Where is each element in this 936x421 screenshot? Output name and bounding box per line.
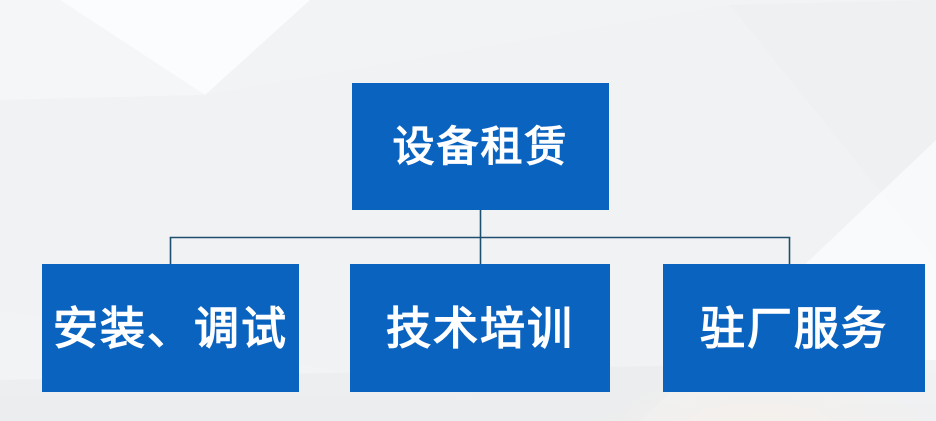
child-node-technical-training: 技术培训 — [350, 264, 610, 392]
node-label: 驻厂服务 — [699, 301, 888, 355]
node-label: 设备租赁 — [392, 121, 569, 171]
node-label: 技术培训 — [385, 301, 574, 355]
child-node-installation-debugging: 安装、调试 — [42, 264, 299, 392]
root-node-equipment-leasing: 设备租赁 — [352, 83, 609, 210]
child-node-onsite-service: 驻厂服务 — [663, 264, 925, 392]
node-label: 安装、调试 — [52, 301, 288, 355]
